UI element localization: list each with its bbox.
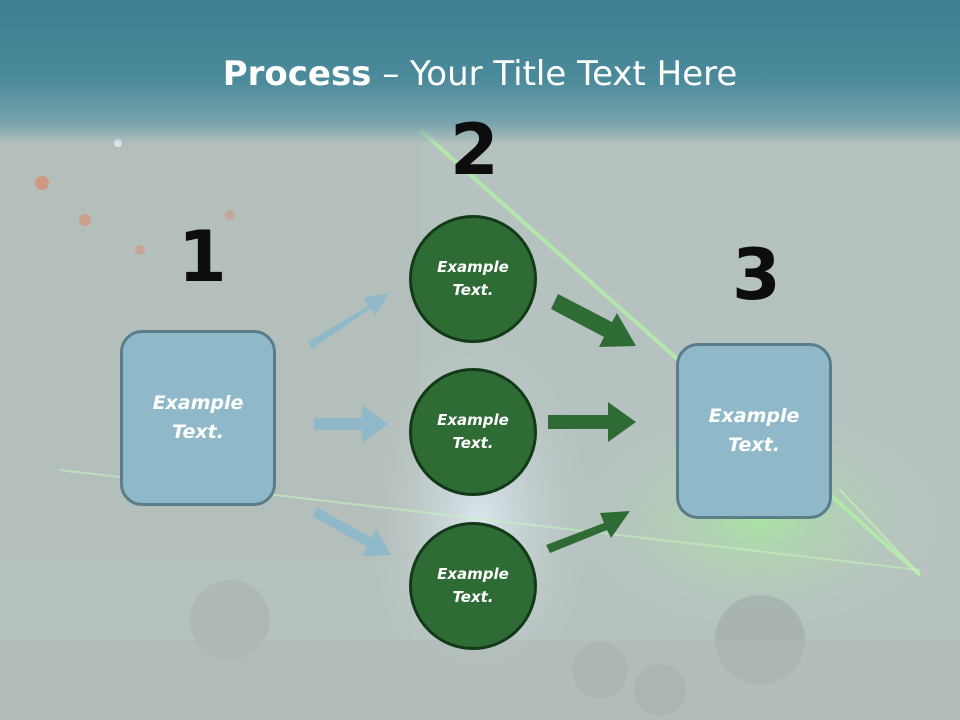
circle-middle-line1: Example	[437, 411, 509, 429]
circle-top-line1: Example	[437, 258, 509, 276]
title-band	[0, 0, 960, 145]
slide-title: Process – Your Title Text Here	[0, 52, 960, 96]
arrow-right-right	[548, 402, 636, 442]
arrow-right-left	[314, 405, 388, 443]
right-box-line2: Text.	[728, 434, 780, 456]
title-bold: Process	[222, 54, 372, 94]
arrow-down-right-right	[551, 294, 636, 347]
right-box-line1: Example	[708, 405, 800, 427]
step-number-2: 2	[450, 109, 499, 191]
left-box: Example Text.	[120, 330, 276, 506]
step-number-3: 3	[732, 234, 781, 316]
arrow-down-right-left	[312, 508, 391, 556]
left-box-line1: Example	[152, 392, 244, 414]
circle-bottom: Example Text.	[409, 522, 537, 650]
circle-top: Example Text.	[409, 215, 537, 343]
arrow-up-right-right	[546, 511, 630, 553]
left-box-line2: Text.	[172, 421, 224, 443]
arrow-up-right-left	[308, 293, 389, 349]
circle-bottom-line2: Text.	[452, 588, 494, 606]
step-number-1: 1	[178, 216, 227, 298]
title-rest: – Your Title Text Here	[371, 54, 738, 94]
right-box: Example Text.	[676, 343, 832, 519]
circle-middle-line2: Text.	[452, 434, 494, 452]
circle-bottom-line1: Example	[437, 565, 509, 583]
circle-middle: Example Text.	[409, 368, 537, 496]
circle-top-line2: Text.	[452, 281, 494, 299]
